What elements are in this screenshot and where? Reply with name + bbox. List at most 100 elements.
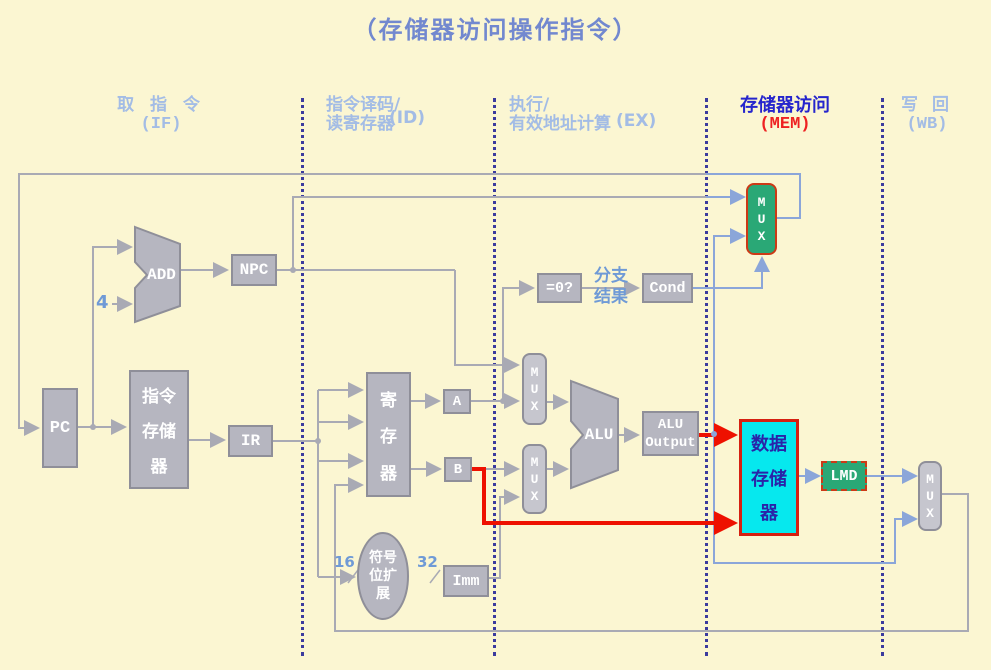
- imem-line2: 存储: [142, 422, 176, 442]
- imm-box: Imm: [443, 565, 489, 597]
- ex-mux-bottom: M U X: [522, 444, 547, 514]
- mem-mux-m: M: [757, 194, 766, 210]
- wb-mux: M U X: [918, 461, 942, 531]
- stage-ex-name-1: 执行/: [509, 95, 550, 115]
- ex-mux-top-m: M: [530, 364, 539, 380]
- signext-shape: [357, 532, 409, 620]
- a-label: A: [452, 393, 462, 410]
- stage-mem-name: 存储器访问: [740, 95, 830, 116]
- dmem-line1: 数据: [751, 434, 787, 456]
- divider-id-ex: [493, 98, 496, 656]
- mem-mux: M U X: [746, 183, 777, 255]
- ex-mux-bottom-u: U: [530, 471, 539, 487]
- npc-box: NPC: [231, 254, 277, 286]
- wb-mux-x: X: [926, 505, 934, 521]
- alu-output-box: ALU Output: [642, 411, 699, 456]
- signext-line1: 符号: [369, 551, 397, 567]
- stage-ex-name-2: 有效地址计算: [509, 114, 611, 134]
- regfile-line1: 寄: [380, 390, 397, 411]
- npc-label: NPC: [239, 261, 269, 279]
- signext-line3: 展: [376, 587, 390, 603]
- imm-label: Imm: [452, 572, 480, 590]
- ex-mux-bottom-m: M: [530, 454, 539, 470]
- imem-line3: 器: [150, 457, 168, 477]
- wire-muxout-to-pc: [18, 173, 706, 436]
- page-title: （存储器访问操作指令）: [352, 16, 639, 44]
- add-label: ADD: [147, 266, 176, 284]
- wire-memmux-out: [706, 173, 801, 219]
- pc-label: PC: [49, 418, 71, 438]
- branch-line1: 分支: [594, 266, 628, 286]
- wire-a-to-zero: [502, 280, 535, 401]
- wb-mux-u: U: [926, 488, 934, 504]
- wire-npc-to-exmux1: [454, 270, 520, 373]
- dmem-line2: 存储: [751, 468, 787, 490]
- wire-cond-to-memmux: [692, 256, 770, 289]
- junction-pc: [90, 424, 96, 430]
- pc-box: PC: [42, 388, 78, 468]
- regfile-line2: 存: [380, 427, 397, 447]
- wire-npc-to-memmux-gray: [292, 196, 706, 270]
- a-register-box: A: [443, 389, 471, 414]
- stage-mem-tag: (MEM): [759, 115, 811, 134]
- regfile-line3: 器: [380, 463, 397, 484]
- alu-output-line1: ALU: [657, 416, 684, 433]
- stage-header-id: 指令译码/ 读寄存器: [326, 96, 400, 134]
- b-register-box: B: [444, 457, 472, 482]
- ex-mux-bottom-x: X: [530, 488, 539, 504]
- divider-mem-wb: [881, 98, 884, 656]
- stage-id-name-2: 读寄存器: [326, 114, 394, 134]
- tick-16: [347, 569, 359, 584]
- stage-if-name: 取 指 令: [117, 95, 205, 115]
- stage-wb-name: 写 回: [901, 95, 953, 115]
- dmem-line3: 器: [760, 502, 778, 524]
- wire-wbmux-to-regfile: [334, 477, 969, 632]
- lmd-label: LMD: [830, 467, 858, 485]
- wire-b-to-dmem-red: [471, 467, 738, 535]
- junction-npc: [290, 267, 296, 273]
- stage-header-ex: 执行/ 有效地址计算: [509, 96, 611, 134]
- b-label: B: [453, 461, 463, 478]
- branch-result-label: 分支 结果: [591, 266, 631, 308]
- alu-shape: [570, 379, 619, 490]
- stage-header-wb: 写 回 (WB): [897, 95, 957, 135]
- stage-header-if: 取 指 令 (IF): [101, 95, 221, 135]
- branch-line2: 结果: [594, 287, 628, 307]
- stage-if-tag: (IF): [140, 115, 182, 134]
- ex-mux-top: M U X: [522, 353, 547, 425]
- divider-if-id: [301, 98, 304, 656]
- junction-ir: [315, 438, 321, 444]
- register-file-box: 寄 存 器: [366, 372, 411, 497]
- alu-output-line2: Output: [645, 434, 696, 451]
- zero-test-label: =0?: [545, 279, 573, 297]
- add-shape: [134, 225, 181, 324]
- wire-pc-to-add: [92, 239, 133, 427]
- width-16-label: 16: [334, 553, 355, 571]
- junction-a: [500, 398, 506, 404]
- wb-mux-m: M: [926, 471, 934, 487]
- mem-mux-u: U: [757, 211, 766, 227]
- tick-32: [429, 569, 441, 584]
- alu-label: ALU: [584, 426, 614, 444]
- lmd-box: LMD: [821, 461, 867, 491]
- stage-header-mem: 存储器访问 (MEM): [725, 96, 845, 134]
- zero-test-box: =0?: [537, 273, 582, 303]
- ex-mux-top-x: X: [530, 398, 539, 414]
- stage-ex-tag: (EX): [616, 111, 657, 131]
- ir-box: IR: [228, 425, 273, 457]
- mem-mux-x: X: [757, 228, 766, 244]
- data-memory-box: 数据 存储 器: [739, 419, 799, 536]
- stage-id-name-1: 指令译码/: [326, 95, 401, 115]
- signext-label: 符号 位扩 展: [358, 549, 408, 605]
- wire-aluout-to-memmux: [713, 228, 746, 434]
- signext-line2: 位扩: [369, 569, 397, 585]
- wire-imm-to-exmux2: [488, 489, 520, 579]
- ex-mux-top-u: U: [530, 381, 539, 397]
- imem-line1: 指令: [142, 387, 176, 407]
- ir-label: IR: [240, 432, 261, 450]
- constant-4-label: 4: [96, 292, 109, 313]
- width-32-label: 32: [417, 553, 438, 571]
- instruction-memory-box: 指令 存储 器: [129, 370, 189, 489]
